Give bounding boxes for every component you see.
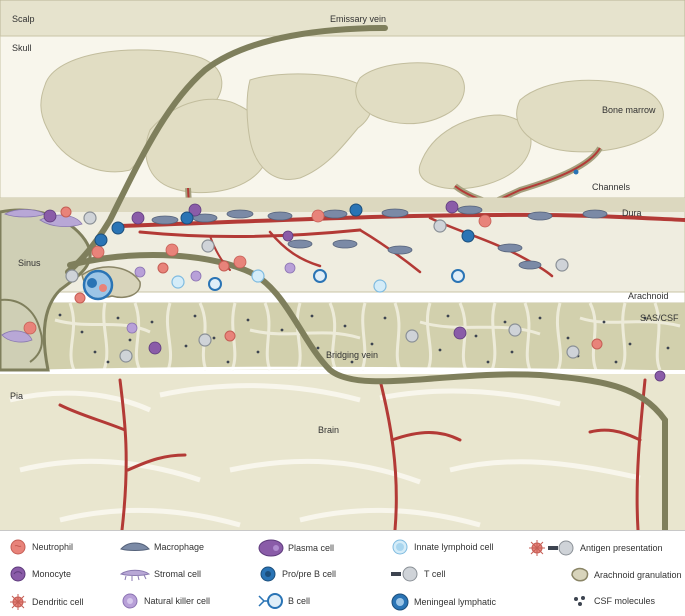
label-bone-marrow: Bone marrow	[602, 105, 656, 115]
legend-item-monocyte: Monocyte	[8, 566, 71, 582]
b-cell-icon	[258, 593, 283, 609]
label-scalp: Scalp	[12, 14, 35, 24]
monocyte-icon	[10, 566, 26, 582]
meninges-illustration: Scalp Emissary vein Skull Bone marrow Ch…	[0, 0, 685, 530]
legend-label-neutrophil: Neutrophil	[32, 542, 74, 552]
legend-label-innate-lymphoid-cell: Innate lymphoid cell	[414, 542, 494, 552]
csf-molecules	[58, 313, 670, 364]
plasma-cell-icon	[258, 539, 284, 557]
bone-marrow-cavities	[40, 49, 664, 194]
legend-item-macrophage: Macrophage	[120, 539, 204, 555]
label-dura: Dura	[622, 208, 642, 218]
legend-label-arachnoid-granulation: Arachnoid granulation	[594, 570, 682, 580]
legend-item-t-cell: T cell	[390, 566, 445, 582]
legend-label-meningeal-lymphatic: Meningeal lymphatic	[414, 597, 497, 607]
legend-item-stromal-cell: Stromal cell	[120, 566, 201, 582]
b-cells	[94, 203, 475, 291]
label-arachnoid: Arachnoid	[628, 291, 669, 301]
legend-label-dendritic-cell: Dendritic cell	[32, 597, 84, 607]
bridging-vein	[67, 252, 668, 530]
legend-label-natural-killer-cell: Natural killer cell	[144, 596, 211, 606]
label-channels: Channels	[592, 182, 631, 192]
sas-csf-layer	[0, 303, 685, 370]
pia-membrane	[0, 366, 685, 374]
legend-item-antigen-presentation: Antigen presentation	[528, 539, 663, 557]
label-sinus: Sinus	[18, 258, 41, 268]
label-pia: Pia	[10, 391, 23, 401]
csf-molecules-icon	[574, 596, 585, 606]
label-skull: Skull	[12, 43, 32, 53]
macrophage-icon	[120, 542, 150, 551]
meningeal-lymphatic-icon	[391, 593, 409, 611]
brain-gyri	[9, 383, 641, 528]
neutrophil-icon	[10, 539, 26, 555]
legend-item-meningeal-lymphatic: Meningeal lymphatic	[390, 593, 496, 611]
t-cell-icon	[391, 566, 418, 582]
natural-killer-cell-icon	[122, 593, 138, 609]
t-cells	[65, 211, 580, 363]
arachnoid-granulation-icon	[571, 567, 589, 582]
label-emissary-vein: Emissary vein	[330, 14, 386, 24]
label-sas-csf: SAS/CSF	[640, 313, 679, 323]
antigen-presentation-icon	[529, 540, 574, 556]
legend-item-csf-molecules: CSF molecules	[570, 593, 655, 609]
neutrophils	[23, 209, 492, 335]
label-bridging-vein: Bridging vein	[326, 350, 378, 360]
dendritic-cells	[60, 206, 603, 350]
legend-item-neutrophil: Neutrophil	[8, 539, 73, 555]
dendritic-cell-icon	[10, 594, 26, 610]
monocytes	[43, 200, 666, 382]
innate-lymphoid-cell-icon	[392, 539, 408, 555]
stromal-cells	[1, 209, 83, 343]
legend-label-antigen-presentation: Antigen presentation	[580, 543, 663, 553]
macrophages	[151, 205, 608, 270]
pro-pre-b-cell-icon	[260, 566, 276, 582]
legend-label-macrophage: Macrophage	[154, 542, 205, 552]
legend-item-arachnoid-granulation: Arachnoid granulation	[570, 566, 682, 584]
legend-label-csf-molecules: CSF molecules	[594, 596, 656, 606]
legend-item-dendritic-cell: Dendritic cell	[8, 593, 84, 611]
legend-item-natural-killer-cell: Natural killer cell	[120, 593, 210, 609]
legend-label-b-cell: B cell	[288, 596, 311, 606]
natural-killer-cells	[126, 262, 296, 334]
legend-label-monocyte: Monocyte	[32, 569, 72, 579]
innate-lymphoid-cells	[171, 269, 387, 293]
dural-vessels	[118, 212, 685, 278]
legend-item-b-cell: B cell	[258, 593, 310, 609]
legend-label-pro-pre-b-cell: Pro/pre B cell	[282, 569, 337, 579]
legend-item-innate-lymphoid-cell: Innate lymphoid cell	[390, 539, 494, 555]
meningeal-lymphatic	[82, 269, 114, 301]
label-brain: Brain	[318, 425, 339, 435]
legend-label-t-cell: T cell	[424, 569, 446, 579]
legend-item-pro-pre-b-cell: Pro/pre B cell	[258, 566, 336, 582]
stromal-cell-icon	[120, 569, 150, 581]
legend-item-plasma-cell: Plasma cell	[258, 539, 334, 557]
legend: Neutrophil Macrophage Plasma cell Innate…	[0, 530, 685, 616]
legend-label-plasma-cell: Plasma cell	[288, 543, 335, 553]
legend-label-stromal-cell: Stromal cell	[154, 569, 202, 579]
